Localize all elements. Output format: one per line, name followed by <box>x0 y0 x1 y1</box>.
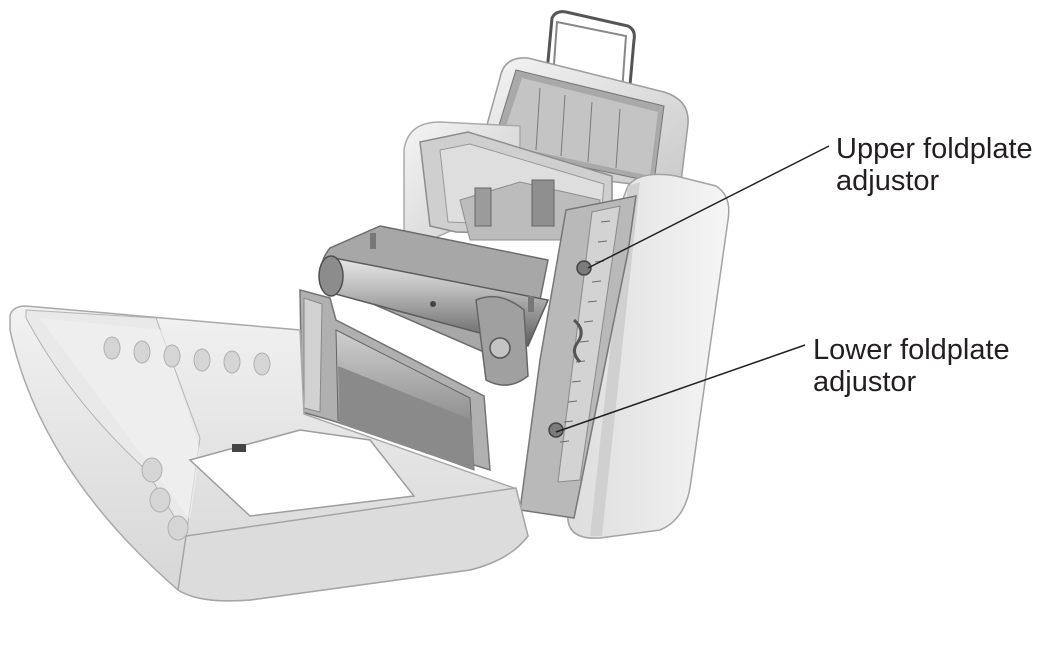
output-tray <box>9 305 529 602</box>
lower-leader-line <box>555 344 806 433</box>
lower-callout-line-1: Lower foldplate <box>813 334 1010 366</box>
feed-handle <box>545 10 636 97</box>
lower-callout-line-2: adjustor <box>813 366 917 398</box>
fold-chamber <box>299 289 491 472</box>
upper-foldplate-adjustor-label: Upper foldplate adjustor <box>836 133 1033 197</box>
lower-foldplate-adjustor-label: Lower foldplate adjustor <box>813 334 1010 398</box>
roller-assembly <box>318 225 550 386</box>
upper-callout-line-1: Upper foldplate <box>836 133 1033 165</box>
upper-callout-line-2: adjustor <box>836 165 940 197</box>
upper-leader-line <box>587 145 830 269</box>
